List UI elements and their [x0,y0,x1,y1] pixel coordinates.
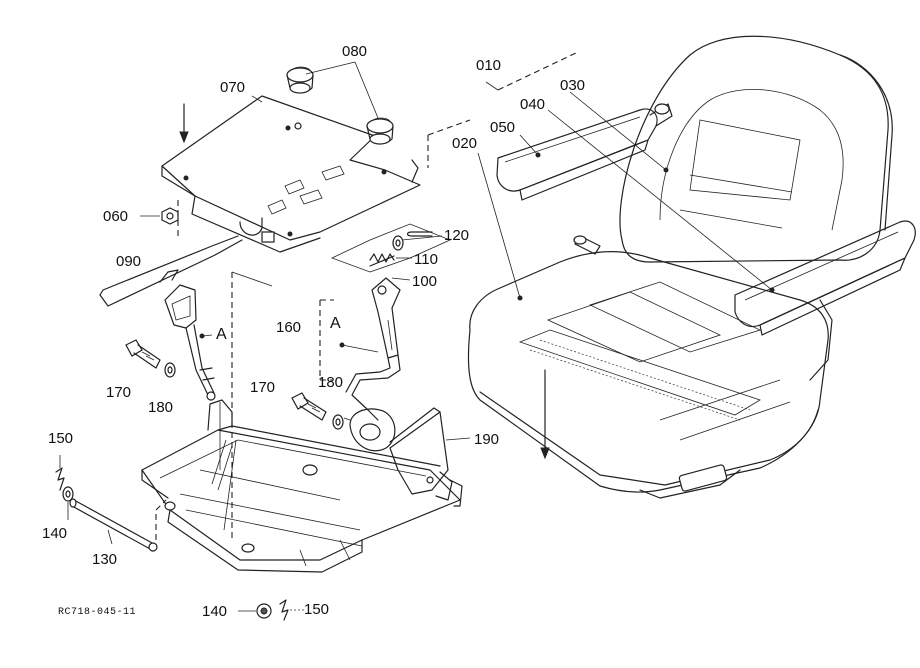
label-part-140b[interactable]: 140 [202,603,228,620]
label-part-030[interactable]: 030 [560,77,586,94]
seat-backrest[interactable] [619,35,893,381]
assembly-arrow-down [540,369,550,460]
label-part-180b[interactable]: 180 [318,374,344,391]
washer-140[interactable] [62,486,74,502]
bracket-190[interactable] [389,407,449,495]
pin-120[interactable] [406,231,433,237]
label-part-150b[interactable]: 150 [304,601,330,618]
drawing-code: RC718-045-11 [58,607,137,618]
shaft-130[interactable] [69,498,158,552]
clip-150b[interactable] [279,599,289,621]
label-part-090[interactable]: 090 [116,253,142,270]
seat-belt-buckle[interactable] [164,284,216,401]
spring-100[interactable] [369,253,395,267]
label-part-100[interactable]: 100 [412,273,438,290]
washer-110[interactable] [392,235,404,251]
seat-cushion-020[interactable] [467,235,829,499]
label-part-130[interactable]: 130 [92,551,118,568]
label-part-150[interactable]: 150 [48,430,74,447]
washer-180b[interactable] [332,414,344,430]
label-part-110[interactable]: 110 [414,251,438,268]
label-part-070[interactable]: 070 [220,79,246,96]
armrest-left-050[interactable] [496,103,673,201]
label-part-170b[interactable]: 170 [250,379,276,396]
label-part-020[interactable]: 020 [452,135,478,152]
label-part-080[interactable]: 080 [342,43,368,60]
assembly-arrow-plate [179,103,189,144]
rubber-bumper-080[interactable] [286,66,314,94]
clip-150[interactable] [55,467,65,491]
rubber-bumper-080b[interactable] [366,117,394,145]
bolt-170b[interactable] [291,392,327,421]
seat-belt-160[interactable] [339,277,401,452]
armrest-right-040[interactable] [734,220,916,336]
reference-letter-a-buckle: A [216,326,227,343]
label-part-180[interactable]: 180 [148,399,174,416]
seat-frame[interactable] [141,399,463,573]
label-part-140[interactable]: 140 [42,525,68,542]
bolt-170[interactable] [125,339,161,369]
label-part-050[interactable]: 050 [490,119,516,136]
nut-060[interactable] [161,207,179,225]
label-part-060[interactable]: 060 [103,208,129,225]
seat-plate-070[interactable] [161,95,421,253]
label-part-160[interactable]: 160 [276,319,302,336]
label-part-170[interactable]: 170 [106,384,132,401]
label-part-190[interactable]: 190 [474,431,500,448]
label-part-120[interactable]: 120 [444,227,470,244]
reference-letter-a-belt: A [330,315,341,332]
label-part-040[interactable]: 040 [520,96,546,113]
label-part-010[interactable]: 010 [476,57,502,74]
rod-090[interactable] [99,235,243,307]
washer-180[interactable] [164,362,176,378]
washer-140b[interactable] [256,603,272,619]
